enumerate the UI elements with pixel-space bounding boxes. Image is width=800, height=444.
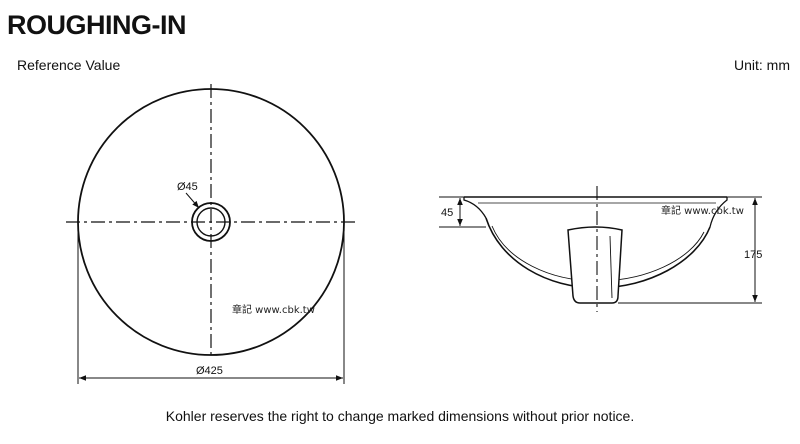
disclaimer-notice: Kohler reserves the right to change mark… — [165, 408, 635, 424]
drain-outer-circle — [191, 202, 231, 242]
rim-height-label: 45 — [441, 207, 453, 219]
rim-left-edge — [463, 197, 487, 219]
page-title: ROUGHING-IN — [7, 10, 187, 40]
overall-height-label: 175 — [744, 249, 762, 261]
drain-inner-circle — [196, 207, 226, 237]
drain-diameter-label: Ø45 — [177, 181, 198, 193]
top-view: Ø45 Ø425 章記 www.cbk.tw — [66, 84, 357, 384]
unit-label: Unit: mm — [734, 57, 790, 73]
drain-pipe-shading — [609, 235, 613, 299]
drain-pipe — [567, 226, 623, 304]
side-view: 45 175 章記 www.cbk.tw — [439, 186, 762, 312]
rim-right-edge — [709, 197, 728, 228]
watermark-top-view: 章記 www.cbk.tw — [232, 303, 315, 316]
drain-leader-line — [185, 192, 200, 209]
watermark-side-view: 章記 www.cbk.tw — [661, 204, 744, 217]
reference-label: Reference Value — [17, 57, 121, 73]
overall-diameter-label: Ø425 — [196, 365, 223, 377]
